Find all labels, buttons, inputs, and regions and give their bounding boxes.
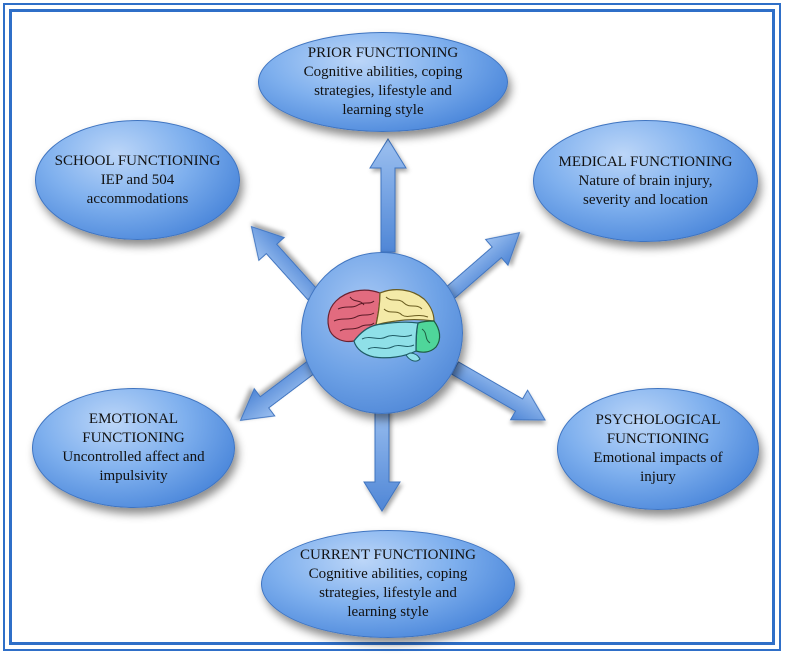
node-current-functioning: CURRENT FUNCTIONING Cognitive abilities,… (261, 530, 515, 638)
node-emotional-title-1: EMOTIONAL (88, 411, 179, 427)
node-prior-functioning: PRIOR FUNCTIONING Cognitive abilities, c… (258, 32, 508, 132)
outer-frame (3, 3, 781, 651)
arrow-to-psychological (450, 361, 546, 421)
node-emotional-line-2: impulsivity (99, 468, 168, 484)
node-prior-title: PRIOR FUNCTIONING (307, 45, 459, 61)
node-school-title: SCHOOL FUNCTIONING (54, 152, 221, 169)
node-current-line-1: Cognitive abilities, coping (308, 566, 468, 582)
node-medical-line-2: severity and location (583, 191, 708, 208)
node-prior-line-2: strategies, lifestyle and (314, 83, 452, 99)
node-psychological-line-1: Emotional impacts of (593, 450, 723, 466)
node-psychological-title-1: PSYCHOLOGICAL (595, 412, 721, 428)
arrow-to-medical (444, 231, 521, 299)
node-emotional-line-1: Uncontrolled affect and (62, 449, 205, 465)
arrow-to-prior (369, 138, 407, 253)
node-medical-title: MEDICAL FUNCTIONING (558, 153, 733, 170)
node-prior-line-3: learning style (342, 102, 424, 118)
brain-icon (327, 289, 441, 362)
arrow-to-current (363, 403, 401, 512)
node-school-line-1: IEP and 504 (100, 171, 175, 188)
node-psychological-line-2: injury (640, 469, 676, 485)
node-current-title: CURRENT FUNCTIONING (300, 547, 476, 563)
node-psychological-title-2: FUNCTIONING (606, 431, 710, 447)
node-school-line-2: accommodations (86, 190, 189, 207)
node-medical-functioning: MEDICAL FUNCTIONING Nature of brain inju… (533, 120, 758, 242)
node-prior-line-1: Cognitive abilities, coping (303, 64, 463, 80)
node-emotional-functioning: EMOTIONAL FUNCTIONING Uncontrolled affec… (32, 388, 235, 508)
node-psychological-functioning: PSYCHOLOGICAL FUNCTIONING Emotional impa… (557, 388, 759, 510)
node-medical-line-1: Nature of brain injury, (578, 172, 713, 189)
node-emotional-title-2: FUNCTIONING (82, 430, 185, 446)
node-school-functioning: SCHOOL FUNCTIONING IEP and 504 accommoda… (35, 120, 240, 240)
center-brain-node (301, 252, 463, 414)
arrow-to-emotional (239, 358, 319, 421)
arrow-to-school (250, 225, 319, 301)
inner-frame (9, 9, 775, 645)
node-current-line-3: learning style (347, 604, 429, 620)
node-current-line-2: strategies, lifestyle and (319, 585, 457, 601)
